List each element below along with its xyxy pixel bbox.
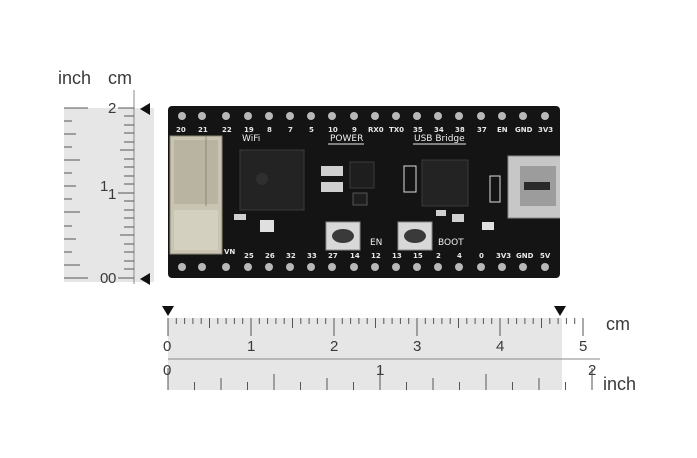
bottom-pin-label: 4 <box>457 252 462 260</box>
vertical-cm-number-2: 2 <box>108 100 117 117</box>
bottom-pin-label: 12 <box>371 252 381 260</box>
bottom-pin-label: 15 <box>413 252 423 260</box>
vertical-cm-number-0: 0 <box>108 270 117 287</box>
vertical-top-marker <box>140 103 150 115</box>
top-pin-label: 10 <box>328 126 338 134</box>
bottom-pin-label: 33 <box>307 252 317 260</box>
horizontal-cm-number-2: 2 <box>330 338 339 355</box>
bottom-pin-label: 27 <box>328 252 338 260</box>
bottom-pin-label: 2 <box>436 252 441 260</box>
horizontal-cm-label: cm <box>606 314 630 334</box>
horizontal-top-left-marker <box>162 306 174 316</box>
wifi-label: WiFi <box>242 134 261 144</box>
bottom-pin-label: 0 <box>479 252 484 260</box>
horizontal-cm-number-0: 0 <box>163 338 172 355</box>
bottom-pin-label: 5V <box>540 252 551 260</box>
top-pin-label: 8 <box>267 126 272 134</box>
usb-bridge-label: USB Bridge <box>414 134 465 144</box>
top-pin-label: GND <box>515 126 533 134</box>
en-label: EN <box>370 238 383 248</box>
horizontal-top-right-marker <box>554 306 566 316</box>
horizontal-inch-number-1: 1 <box>376 362 385 379</box>
horizontal-inch-number-0: 0 <box>163 362 172 379</box>
top-pin-label: 20 <box>176 126 186 134</box>
horizontal-ruler-scale <box>167 318 600 390</box>
top-pin-label: 34 <box>434 126 444 134</box>
top-pin-label: 7 <box>288 126 293 134</box>
bottom-pin-label: 26 <box>265 252 275 260</box>
bottom-pin-label: 32 <box>286 252 296 260</box>
top-header <box>178 112 549 120</box>
dev-board: WiFi POWER USB Bridge EN BOOT 20 21 22 1… <box>168 106 560 278</box>
top-pin-label: 22 <box>222 126 232 134</box>
horizontal-cm-number-3: 3 <box>413 338 422 355</box>
top-pin-label: 21 <box>198 126 208 134</box>
top-pin-label: 19 <box>244 126 254 134</box>
horizontal-inch-number-2: 2 <box>588 362 597 379</box>
top-pin-label: TX0 <box>389 126 405 134</box>
vertical-ruler-scale <box>64 90 154 284</box>
vertical-cm-number-1: 1 <box>108 186 117 203</box>
bottom-pin-label: 3V3 <box>496 252 512 260</box>
horizontal-cm-number-5: 5 <box>579 338 588 355</box>
vertical-inch-label: inch <box>58 68 92 88</box>
horizontal-cm-number-1: 1 <box>247 338 256 355</box>
bottom-pin-label: 25 <box>244 252 254 260</box>
bottom-header <box>178 263 549 271</box>
vertical-inch-number-0: 0 <box>100 270 109 287</box>
bottom-pin-label: 14 <box>350 252 360 260</box>
vertical-cm-label: cm <box>108 68 132 88</box>
bottom-pin-label: GND <box>516 252 534 260</box>
top-pin-label: 5 <box>309 126 314 134</box>
top-pin-label: 9 <box>352 126 357 134</box>
top-pin-label: 35 <box>413 126 423 134</box>
board-artwork <box>169 112 560 271</box>
horizontal-inch-label: inch <box>603 374 637 394</box>
bottom-pin-label: VN <box>224 248 236 256</box>
top-pin-label: RX0 <box>368 126 384 134</box>
bottom-pin-label: 13 <box>392 252 402 260</box>
top-pin-label: 3V3 <box>538 126 554 134</box>
top-pin-label: EN <box>497 126 508 134</box>
boot-label: BOOT <box>438 238 464 248</box>
horizontal-cm-number-4: 4 <box>496 338 505 355</box>
top-pin-label: 37 <box>477 126 487 134</box>
top-pin-label: 38 <box>455 126 465 134</box>
vertical-inch-number-1: 1 <box>100 178 109 195</box>
vertical-bottom-marker <box>140 273 150 285</box>
power-label: POWER <box>330 134 364 144</box>
